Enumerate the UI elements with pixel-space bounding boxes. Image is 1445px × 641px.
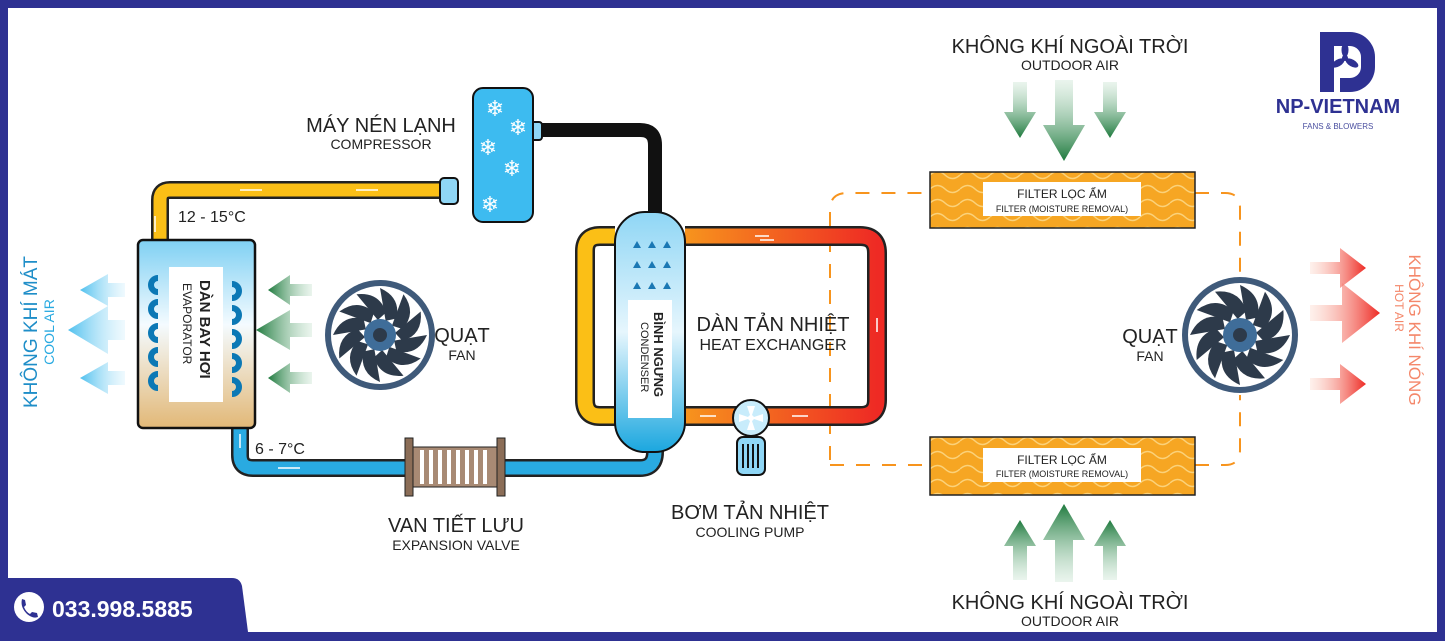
evaporator-label-en: EVAPORATOR <box>180 283 194 365</box>
intake-arrows-evaporator <box>256 275 312 393</box>
cooling-pump <box>732 399 770 476</box>
heat-exchanger-label-en: HEAT EXCHANGER <box>700 337 847 354</box>
fan-blade <box>395 311 421 342</box>
compressor-label-vi: MÁY NÉN LẠNH <box>306 114 456 137</box>
filter-top: FILTER LỌC ẨM FILTER (MOISTURE REMOVAL) <box>929 171 1196 229</box>
outdoor-top-label-en: OUTDOOR AIR <box>1021 57 1119 73</box>
fan-blade <box>349 341 369 376</box>
svg-text:❄: ❄ <box>486 96 504 121</box>
outdoor-bottom-label-en: OUTDOOR AIR <box>1021 613 1119 629</box>
fan-blade <box>1208 341 1228 379</box>
outdoor-top-label-vi: KHÔNG KHÍ NGOÀI TRỜI <box>952 35 1189 58</box>
fan-blade <box>1255 310 1284 342</box>
brand-tagline: FANS & BLOWERS <box>1303 122 1374 131</box>
fan-left-label-en: FAN <box>448 347 475 363</box>
evaporator: DÀN BAY HƠI EVAPORATOR <box>136 238 257 430</box>
fan-right-label-en: FAN <box>1136 348 1163 364</box>
expansion-valve <box>404 437 506 497</box>
valve-label-en: EXPANSION VALVE <box>392 537 520 553</box>
fan-blade <box>1221 350 1240 385</box>
fan-logo-icon <box>1331 43 1359 68</box>
supply-pipe <box>153 183 445 240</box>
phone-badge[interactable]: 033.998.5885 <box>8 578 248 632</box>
fan-blade <box>1215 291 1247 320</box>
phone-number[interactable]: 033.998.5885 <box>52 596 193 622</box>
cool-air-label-vi: KHÔNG KHÍ MÁT <box>20 256 42 408</box>
filter-top-label-vi: FILTER LỌC ẨM <box>1017 186 1107 201</box>
fan-right-icon <box>1182 277 1298 393</box>
fan-blade <box>1196 328 1225 360</box>
frame-bottom <box>0 632 1445 641</box>
svg-text:❄: ❄ <box>509 115 527 140</box>
fan-left-label-vi: QUẠT <box>434 325 490 347</box>
hot-air-label-vi: KHÔNG KHÍ NÓNG <box>1405 254 1424 405</box>
fan-blade <box>339 328 365 359</box>
phone-icon <box>14 592 44 622</box>
fan-blade <box>1246 347 1284 367</box>
fan-blade <box>1255 335 1290 354</box>
hot-air-arrows <box>1310 248 1380 404</box>
pump-label-en: COOLING PUMP <box>696 524 805 540</box>
svg-text:❄: ❄ <box>503 156 521 181</box>
svg-text:❄: ❄ <box>481 192 499 217</box>
fan-blade <box>1196 303 1234 323</box>
filter-top-label-en: FILTER (MOISTURE REMOVAL) <box>996 204 1128 214</box>
fan-blade <box>356 294 387 320</box>
compressor-discharge-pipe <box>532 123 662 230</box>
outdoor-air-down-arrows <box>1004 80 1126 161</box>
fan-left-icon <box>325 280 435 390</box>
snowflake-icons: ❄❄❄❄❄ <box>479 96 527 217</box>
fan-blade <box>1252 291 1272 329</box>
outdoor-bottom-label-vi: KHÔNG KHÍ NGOÀI TRỜI <box>952 591 1189 614</box>
brand-name: NP-VIETNAM <box>1276 96 1400 118</box>
fan-blade <box>391 294 411 329</box>
condenser: BÌNH NGƯNG CONDENSER <box>614 211 686 453</box>
filter-bottom: FILTER LỌC ẨM FILTER (MOISTURE REMOVAL) <box>929 436 1196 496</box>
evaporator-label-vi: DÀN BAY HƠI <box>196 280 213 379</box>
pump-impeller-icon <box>739 406 763 430</box>
compressor: ❄❄❄❄❄ <box>439 87 543 223</box>
valve-label-vi: VAN TIẾT LƯU <box>388 514 524 537</box>
air-path-dashed <box>829 192 1241 466</box>
heat-exchanger-label-vi: DÀN TẢN NHIỆT <box>697 313 850 336</box>
fan-right-label-vi: QUẠT <box>1122 326 1178 348</box>
outdoor-air-up-arrows <box>1004 504 1126 582</box>
supply-temp: 12 - 15°C <box>178 209 246 226</box>
fan-blade <box>1190 316 1225 335</box>
compressor-label-en: COMPRESSOR <box>330 136 431 152</box>
frame-left <box>0 0 8 641</box>
condenser-label-vi: BÌNH NGƯNG <box>651 312 666 397</box>
frame-top <box>0 0 1445 8</box>
fan-blade <box>339 304 374 324</box>
frame-right <box>1437 0 1445 641</box>
fan-blade <box>1233 350 1265 379</box>
fan-blade <box>386 346 421 366</box>
left-loop <box>577 228 615 424</box>
pump-label-vi: BƠM TẢN NHIỆT <box>671 501 829 524</box>
fan-blade <box>394 335 427 353</box>
fan-blade <box>362 349 380 382</box>
fan-blade <box>373 350 404 376</box>
filter-bottom-label-vi: FILTER LỌC ẨM <box>1017 452 1107 467</box>
svg-text:❄: ❄ <box>479 135 497 160</box>
condenser-label-en: CONDENSER <box>638 322 650 392</box>
brand-logo: NP-VIETNAM FANS & BLOWERS <box>1276 32 1400 131</box>
filter-bottom-label-en: FILTER (MOISTURE REMOVAL) <box>996 469 1128 479</box>
cool-air-label-en: COOL AIR <box>41 299 57 365</box>
cool-air-arrows <box>68 274 125 394</box>
fan-blade <box>333 317 366 335</box>
hot-air-label-en: HOT AIR <box>1392 284 1406 332</box>
return-temp: 6 - 7°C <box>255 441 305 458</box>
